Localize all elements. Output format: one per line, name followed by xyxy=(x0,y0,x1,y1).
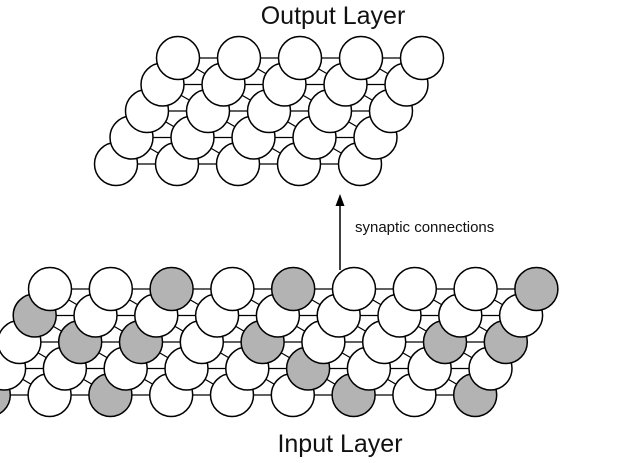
input-neuron-active xyxy=(270,266,316,312)
input-neuron-active xyxy=(149,266,194,312)
input-layer-title: Input Layer xyxy=(277,430,402,458)
output-neuron xyxy=(338,35,384,81)
input-neuron xyxy=(392,266,438,312)
output-neuron xyxy=(277,35,323,81)
input-layer xyxy=(0,266,559,418)
output-neuron xyxy=(155,35,201,81)
input-neuron xyxy=(88,266,134,312)
output-layer-title: Output Layer xyxy=(261,2,406,30)
input-neuron xyxy=(331,266,377,312)
input-neuron xyxy=(210,266,255,312)
arrow-head xyxy=(335,194,345,206)
input-neuron xyxy=(27,266,73,312)
output-layer xyxy=(93,35,445,187)
synaptic-connections-arrow xyxy=(335,194,345,270)
output-neuron xyxy=(399,35,445,81)
synaptic-connections-label: synaptic connections xyxy=(355,219,494,236)
output-neuron xyxy=(216,35,262,81)
input-neuron xyxy=(453,266,498,312)
input-neuron-active xyxy=(514,266,559,312)
